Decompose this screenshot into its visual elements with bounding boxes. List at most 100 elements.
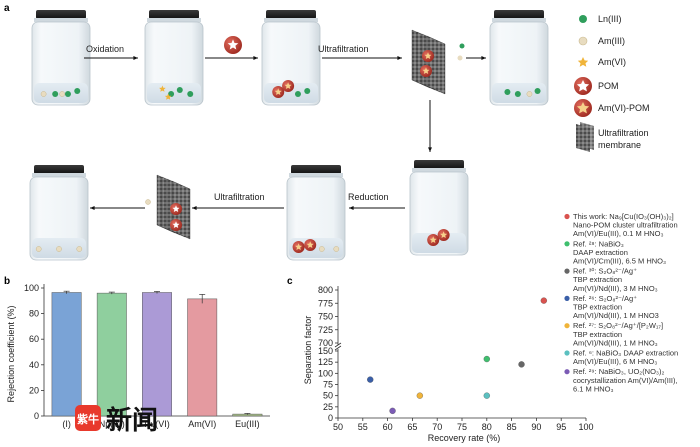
chart-c-ylabel: Separation factor <box>303 316 313 385</box>
chart-c-point <box>540 297 547 304</box>
pom-star-icon <box>422 67 430 74</box>
ln-iii-particle <box>514 91 521 97</box>
chart-b-bar <box>96 292 127 417</box>
chart-c-xtick-label: 80 <box>482 422 492 432</box>
legend-c-text: cocrystallization Am(VI)/Am(III), <box>573 376 678 385</box>
ln-iii-particle <box>168 91 175 97</box>
chart-c-xtick-label: 75 <box>457 422 467 432</box>
am-iii-particle <box>40 91 47 97</box>
chart-c-xtick-label: 60 <box>383 422 393 432</box>
arrow <box>428 100 432 152</box>
ln-iii-particle <box>74 88 81 94</box>
pom-star-icon <box>295 243 303 250</box>
am-iii-particle <box>318 246 325 252</box>
chart-c-ytick-label: 125 <box>318 357 333 367</box>
arrows-group <box>84 56 486 210</box>
ln-iii-particle <box>534 88 541 94</box>
arrow-head <box>397 56 402 60</box>
pom-ball <box>427 234 440 246</box>
label-reduction: Reduction <box>348 192 389 202</box>
am-iii-particle <box>333 246 340 252</box>
legend-c-text: This work: Na₉[Cu(IO₃(OH)₃)₂] <box>573 212 674 221</box>
chart-c: Separation factor Recovery rate (%) 0255… <box>303 285 594 443</box>
chart-c-axis-break <box>334 345 342 351</box>
pom-ball <box>224 36 242 54</box>
chart-b-xtick-label: Np(VI) <box>99 419 125 429</box>
pom-ball <box>304 239 317 251</box>
jar-neck <box>412 168 466 172</box>
legend-c: This work: Na₉[Cu(IO₃(OH)₃)₂]Nano-POM cl… <box>564 212 678 393</box>
chart-b-xtick-label: Am(VI) <box>188 419 216 429</box>
chart-c-ytick-label: 75 <box>323 380 333 390</box>
legend-c-text: Am(VI)/Nd(III), 1 M HNO3 <box>573 311 659 320</box>
legend-a-item: Ln(III) <box>598 14 622 24</box>
am-iii-legend-icon <box>578 36 588 46</box>
watermark: 紫牛 新闻 <box>75 405 158 436</box>
chart-c-xtick-label: 95 <box>556 422 566 432</box>
ln-iii-particle <box>504 89 511 95</box>
am-iii-particle <box>59 91 66 97</box>
panel-b-letter: b <box>4 276 10 287</box>
jar-cap <box>414 160 464 169</box>
am-iii-particle <box>145 199 151 205</box>
chart-c-xtick-label: 50 <box>333 422 343 432</box>
legend-c-marker <box>564 268 570 274</box>
pom-star-icon <box>284 82 292 89</box>
pom-star-icon <box>440 231 448 238</box>
membrane-sheet <box>426 35 446 95</box>
legend-a-item: Am(VI)-POM <box>598 103 650 113</box>
chart-b-xtick-label: Eu(III) <box>235 419 260 429</box>
legend-c-marker <box>564 369 570 375</box>
arrow-head <box>481 56 486 60</box>
arrow <box>205 56 258 60</box>
chart-c-xtick-label: 100 <box>578 422 593 432</box>
jar-cap <box>149 10 199 19</box>
chart-b-xtick-label: (I) <box>62 419 71 429</box>
am-vi-particle <box>159 85 166 92</box>
legend-c-text: Am(VI)/Cm(III), 6.5 M HNO₃ <box>573 257 666 266</box>
ln-iii-legend-icon <box>579 15 587 23</box>
chart-c-point <box>518 361 525 368</box>
legend-a-item: Am(VI) <box>598 57 626 67</box>
legend-c-marker <box>564 241 570 247</box>
am-iii-particle <box>526 91 533 97</box>
jar-cap <box>34 165 84 174</box>
chart-c-point <box>416 392 423 399</box>
watermark-badge-text: 紫牛 <box>77 412 99 426</box>
legend-c-text: DAAP extraction <box>573 248 628 257</box>
chart-b-ylabel: Rejection coefficient (%) <box>6 306 16 403</box>
chart-c-ytick-label: 150 <box>318 346 333 356</box>
jar-neck <box>32 173 86 177</box>
legend-c-text: Am(VI)/Eu(III), 0.1 M HNO₃ <box>573 229 664 238</box>
pom-star-icon <box>172 221 180 228</box>
jar-liquid <box>412 233 466 253</box>
legend-c-marker <box>564 213 570 220</box>
legend-c-text: TBP extraction <box>573 275 622 284</box>
jar-cap <box>266 10 316 19</box>
legend-c-text: Ref. ²⁸: NaBiO₃ <box>573 239 624 248</box>
legend-c-text: TBP extraction <box>573 330 622 339</box>
chart-c-xtick-label: 55 <box>358 422 368 432</box>
chart-b-ytick-label: 60 <box>29 334 39 344</box>
arrow-head <box>133 56 138 60</box>
label-ultrafiltration-top: Ultrafiltration <box>318 44 369 54</box>
pom-ball <box>170 203 182 215</box>
legend-c-marker <box>564 350 570 356</box>
ln-iii-particle <box>294 91 301 97</box>
legend-a-item: Ultrafiltration <box>598 128 649 138</box>
legend-a-item: Am(III) <box>598 36 625 46</box>
chart-c-ytick-label: 100 <box>318 368 333 378</box>
pom-star-icon <box>576 80 590 92</box>
am-iii-particle <box>457 55 463 61</box>
chart-c-xtick-label: 65 <box>407 422 417 432</box>
legend-c-text: TBP extraction <box>573 303 622 312</box>
membrane-legend-icon <box>576 122 594 152</box>
arrow <box>192 206 284 210</box>
arrow <box>349 206 405 210</box>
chart-c-ytick-label: 750 <box>318 312 333 322</box>
pom-star-icon <box>306 241 314 248</box>
jar <box>489 10 549 106</box>
am-iii-particle <box>76 246 83 252</box>
ln-iii-particle <box>64 91 71 97</box>
chart-c-ytick-label: 800 <box>318 285 333 295</box>
